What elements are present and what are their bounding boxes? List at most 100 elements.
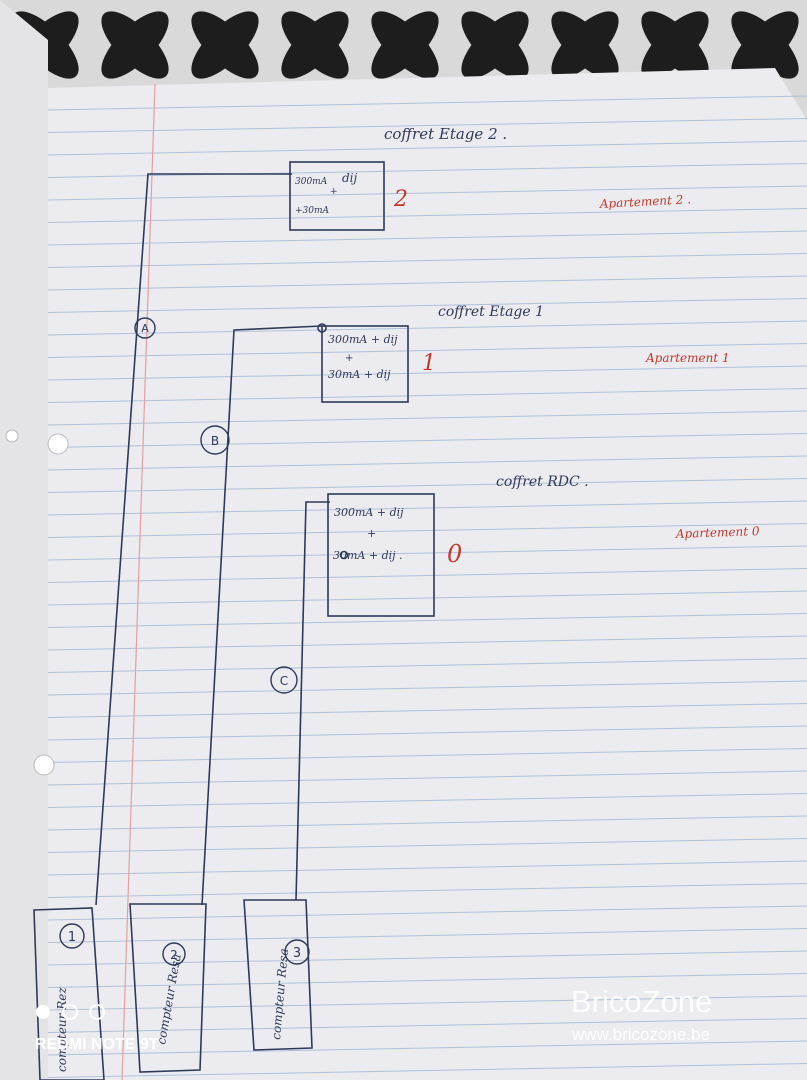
ruled-line (47, 725, 807, 741)
meter-1-number: 1 (68, 930, 76, 945)
watermark-url: www.bricozone.be (571, 1025, 710, 1044)
under-page (0, 0, 48, 1080)
meter-3-number-circle (284, 939, 310, 965)
panel-ground-title: coffret RDC . (496, 474, 589, 490)
camera-logo-dots (36, 1004, 105, 1020)
panel-floor2-number: 2 (393, 187, 408, 212)
ruled-line (47, 343, 807, 358)
ruled-line (47, 478, 807, 493)
ruled-line (47, 455, 807, 471)
punch-hole (33, 754, 55, 776)
ruled-line (47, 905, 807, 921)
ruled-line (47, 838, 807, 853)
meter-2-number-circle (162, 942, 186, 966)
ruled-line (47, 275, 807, 291)
ruled-line (47, 545, 807, 561)
panel-floor1-line2: 30mA + dij (328, 368, 391, 381)
ruled-line (47, 815, 807, 831)
cable-a-label: A (141, 322, 149, 335)
ruled-line (47, 1018, 807, 1033)
ruled-line (47, 185, 807, 201)
ruled-line (47, 163, 807, 178)
punch-hole (5, 429, 19, 443)
ruled-line (47, 793, 807, 808)
ruled-line (47, 748, 807, 763)
ruled-line (47, 860, 807, 876)
panel-floor1-box (321, 325, 409, 403)
ruled-line (47, 928, 807, 943)
panel-ground-plus: + (367, 527, 376, 540)
panel-ground-number: 0 (447, 540, 462, 568)
panel-ground-line1: 300mA + dij (334, 506, 404, 519)
watermark-brand: BricoZone (571, 984, 712, 1019)
ruled-line (47, 320, 807, 336)
ruled-line (47, 950, 807, 966)
ruled-line (47, 433, 807, 448)
meter-2-number: 2 (170, 948, 178, 962)
meter-3-box (243, 899, 313, 1051)
meter-1-box (33, 907, 105, 1080)
meter-2-box (129, 903, 207, 1073)
ruled-line (47, 410, 807, 426)
panel-ground-apartment: Apartement 0 (675, 524, 760, 541)
ruled-line (47, 95, 807, 111)
panel-floor2-line2: +30mA (295, 206, 330, 216)
ruled-line (47, 635, 807, 651)
panel-floor2-plus: + (330, 187, 338, 197)
panel-floor2-line1: 300mA (295, 177, 328, 187)
panel-floor2-dij: dij (342, 171, 358, 185)
ruled-line (47, 523, 807, 538)
ruled-line (47, 140, 807, 156)
panel-floor1-line1: 300mA + dij (328, 333, 398, 346)
ruled-line (47, 1063, 807, 1078)
ruled-line (47, 995, 807, 1011)
ruled-line (47, 568, 807, 583)
panel-floor2-apartment: Apartement 2 . (598, 192, 691, 211)
punch-hole (47, 433, 69, 455)
ruled-line (47, 253, 807, 268)
panel-floor2-title: coffret Etage 2 . (384, 125, 507, 143)
ruled-line (47, 208, 807, 223)
ruled-line (47, 1040, 807, 1056)
camera-model: REDMI NOTE 9T (35, 1036, 159, 1053)
cable-b (201, 325, 323, 906)
cables (95, 173, 330, 906)
ruled-line (47, 590, 807, 606)
panel-floor1-title: coffret Etage 1 (438, 304, 544, 320)
ruled-line (47, 298, 807, 313)
ruled-line (47, 365, 807, 381)
cable-c-label: C (280, 674, 288, 688)
meter-3-number: 3 (293, 946, 301, 961)
ruled-line (47, 680, 807, 696)
camera-dot (89, 1004, 105, 1020)
ruled-line (47, 388, 807, 403)
cable-a-marker (134, 317, 156, 339)
paper-sheet (48, 68, 807, 1080)
ruled-line (47, 613, 807, 628)
panel-boxes (289, 161, 435, 617)
panel-ground-box (327, 493, 435, 617)
camera-dot (62, 1004, 78, 1020)
cable-c (295, 501, 330, 901)
camera-dot (36, 1005, 50, 1019)
panel-floor2-box (289, 161, 385, 231)
ruled-line (47, 658, 807, 673)
ruled-line (47, 703, 807, 718)
junction-dot (317, 323, 327, 333)
panel-floor1-plus: + (345, 353, 353, 364)
cable-b-label: B (211, 434, 219, 448)
panel-floor1-number: 1 (422, 351, 436, 376)
cable-c-marker (270, 666, 298, 694)
junction-dot (339, 550, 349, 560)
ruled-line (47, 883, 807, 898)
cable-a (95, 173, 292, 906)
cable-b-marker (200, 425, 230, 455)
panel-floor1-apartment: Apartement 1 (645, 351, 730, 365)
ruled-lines (47, 95, 807, 1078)
panel-ground-line2: 30mA + dij . (333, 549, 403, 562)
meter-1-number-circle (59, 923, 85, 949)
ruled-line (47, 770, 807, 786)
ruled-line (47, 230, 807, 246)
margin-line (121, 83, 156, 1080)
